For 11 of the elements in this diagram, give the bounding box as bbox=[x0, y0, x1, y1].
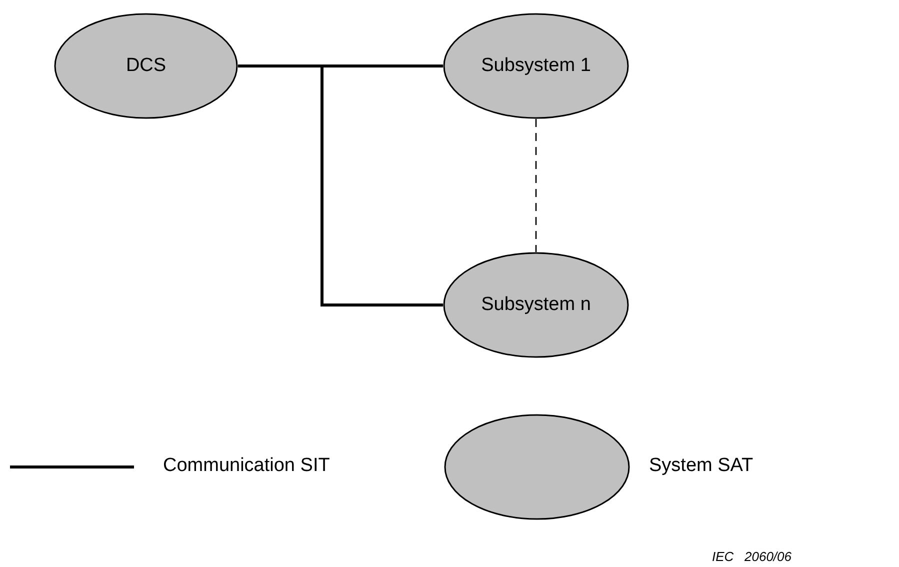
legend-label: System SAT bbox=[649, 455, 754, 477]
node-label: Subsystem n bbox=[480, 294, 592, 316]
node-label: Subsystem 1 bbox=[480, 55, 592, 77]
connector-line bbox=[238, 64, 443, 306]
node-label: DCS bbox=[124, 55, 168, 77]
figure-number: IEC 2060/06 bbox=[712, 549, 792, 564]
ellipse-node bbox=[443, 13, 629, 119]
ellipse-node bbox=[443, 252, 629, 358]
legend-label: Communication SIT bbox=[163, 455, 330, 477]
dashed-connector bbox=[535, 119, 537, 252]
ellipse-node bbox=[54, 13, 238, 119]
